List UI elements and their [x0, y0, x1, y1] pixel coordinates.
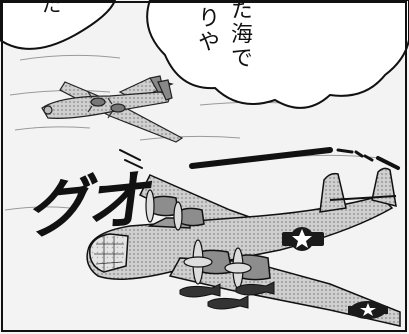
speech-text-right-col1: た海で: [227, 0, 252, 70]
near-bomber: [86, 167, 401, 327]
speech-text-right-col2: りや: [194, 6, 219, 54]
speed-lines: [119, 147, 400, 170]
star-insignia-fuselage: [282, 227, 324, 251]
bombs: [179, 281, 275, 310]
speech-text-left: た: [38, 0, 62, 14]
far-bomber: [41, 75, 184, 143]
sound-effect-text: グオ: [25, 162, 155, 249]
speech-bubble-left: [0, 0, 117, 50]
star-insignia-wing: [348, 301, 388, 319]
speech-bubble-right: [146, 0, 409, 109]
propellers: [145, 189, 252, 289]
